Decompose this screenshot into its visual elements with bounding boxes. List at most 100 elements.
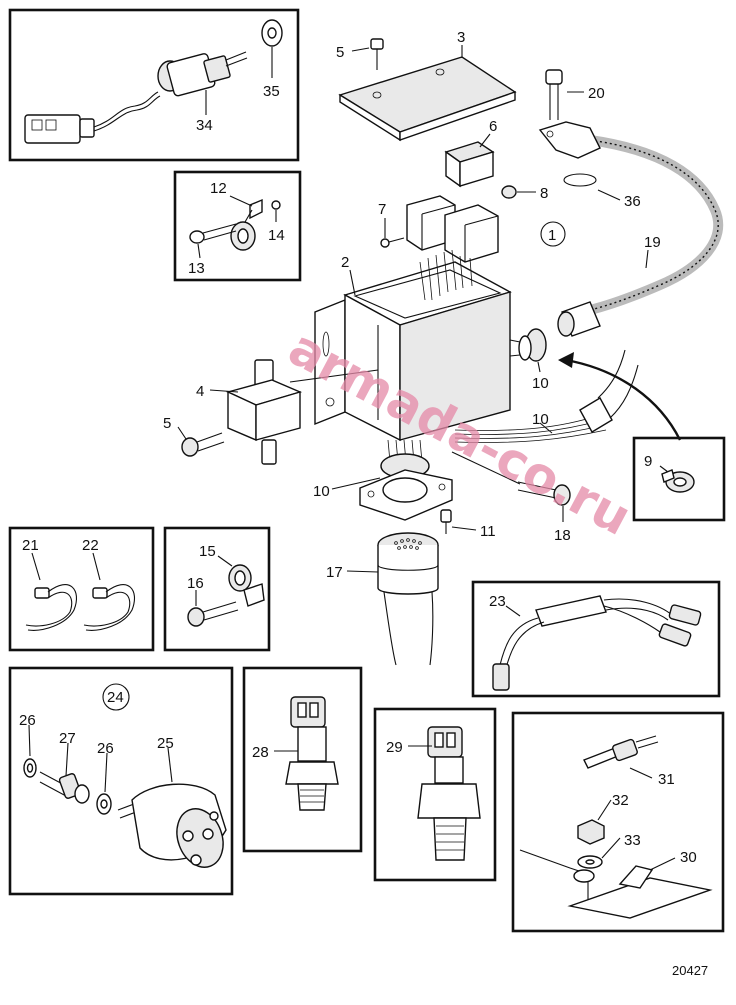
part-34-sensor-cable (24, 51, 248, 144)
leader-9 (659, 465, 669, 473)
leader-13 (197, 243, 201, 259)
detail-box-21-22 (8, 526, 155, 652)
leader-21 (31, 552, 41, 581)
detail-box-29 (373, 707, 497, 882)
part-26-washer-left (23, 758, 37, 778)
detail-box-24 (8, 666, 234, 896)
part-11-screw (440, 509, 452, 534)
plug-pins (394, 538, 422, 550)
callout-28: 28 (252, 744, 269, 761)
part-9-clip (661, 469, 695, 493)
detail-box-28 (242, 666, 363, 853)
leader-26b (104, 752, 108, 793)
callout-25: 25 (157, 735, 174, 752)
part-2-electrical-box (314, 249, 512, 442)
part-10-grommet (509, 328, 547, 362)
callout-24: 24 (107, 689, 124, 706)
leader-4-box (289, 369, 379, 383)
part-4-terminal-block (225, 359, 303, 465)
callout-36: 36 (624, 193, 641, 210)
part-22-cable-tie (83, 584, 136, 631)
leader-5a (351, 47, 370, 52)
part-32-nut (577, 819, 605, 845)
callout-1: 1 (548, 227, 556, 244)
part-5-screw-top (370, 38, 384, 70)
callout-8: 8 (540, 185, 548, 202)
leader-33 (601, 837, 621, 859)
leader-31 (629, 767, 653, 779)
callout-11: 11 (480, 523, 496, 540)
leader-30 (649, 857, 676, 871)
part-18-bolt (517, 481, 571, 506)
part-36-o-ring (563, 173, 597, 187)
part-35-washer (261, 19, 283, 47)
callout-12: 12 (210, 180, 227, 197)
leader-5b (177, 426, 187, 440)
part-33-washer (577, 855, 603, 869)
leader-10b (537, 361, 541, 373)
callout-20: 20 (588, 85, 605, 102)
callout-27: 27 (59, 730, 76, 747)
part-19-conduit (557, 135, 724, 337)
callout-31: 31 (658, 771, 675, 788)
wiring-harness-10 (454, 349, 639, 443)
leader-15 (217, 555, 233, 567)
leader-25 (167, 747, 173, 783)
circled-group-1: 1 (540, 221, 566, 247)
detail-box-12-14 (173, 170, 302, 282)
part-25-gauge-sender (117, 783, 227, 868)
callout-15: 15 (199, 543, 216, 560)
part-26-washer-right (96, 793, 112, 815)
leader-2 (349, 269, 356, 296)
leader-4 (209, 389, 239, 393)
callout-4: 4 (196, 383, 204, 400)
leader-11 (451, 526, 477, 531)
leader-12 (229, 195, 253, 207)
part-31-sensor (583, 735, 659, 769)
leader-23 (505, 605, 521, 617)
callout-26b: 26 (97, 740, 114, 757)
part-3-cover (338, 56, 517, 142)
callout-23: 23 (489, 593, 506, 610)
part-8-nut (501, 185, 517, 199)
leader-22 (92, 552, 101, 581)
callout-6: 6 (489, 118, 497, 135)
part-21-cable-tie (25, 584, 78, 631)
leader-18-box (451, 451, 521, 485)
callout-35: 35 (263, 83, 280, 100)
arrow-to-detail-9 (565, 358, 682, 441)
callout-18: 18 (554, 527, 571, 544)
part-15-clip (228, 564, 265, 607)
callout-26a: 26 (19, 712, 36, 729)
leader-10a (331, 477, 381, 490)
detail-box-15-16 (163, 526, 271, 652)
leader-19 (645, 249, 649, 269)
connector-housings (406, 195, 499, 263)
callout-5a: 5 (336, 44, 344, 61)
callout-7: 7 (378, 201, 386, 218)
part-27-banjo-bolt (39, 771, 90, 804)
callout-5b: 5 (163, 415, 171, 432)
part-17-connector-plug (377, 532, 439, 666)
callout-3: 3 (457, 29, 465, 46)
circled-group-24: 24 (102, 683, 130, 711)
arrow-head (558, 352, 574, 368)
bottom-connector-flange (359, 439, 453, 521)
callout-33: 33 (624, 832, 641, 849)
detail-box-30-33 (511, 711, 725, 933)
part-12-13-14-clamp (189, 198, 281, 251)
callout-10c: 10 (532, 411, 549, 428)
part-29-pressure-sensor (417, 726, 481, 861)
leader-32 (597, 799, 612, 821)
callout-10b: 10 (532, 375, 549, 392)
callout-10a: 10 (313, 483, 330, 500)
callout-16: 16 (187, 575, 204, 592)
callout-22: 22 (82, 537, 99, 554)
part-16-bolt (187, 601, 239, 627)
leader-17 (346, 570, 379, 573)
callout-30: 30 (680, 849, 697, 866)
detail-box-34-35 (8, 8, 300, 162)
callout-21: 21 (22, 537, 39, 554)
